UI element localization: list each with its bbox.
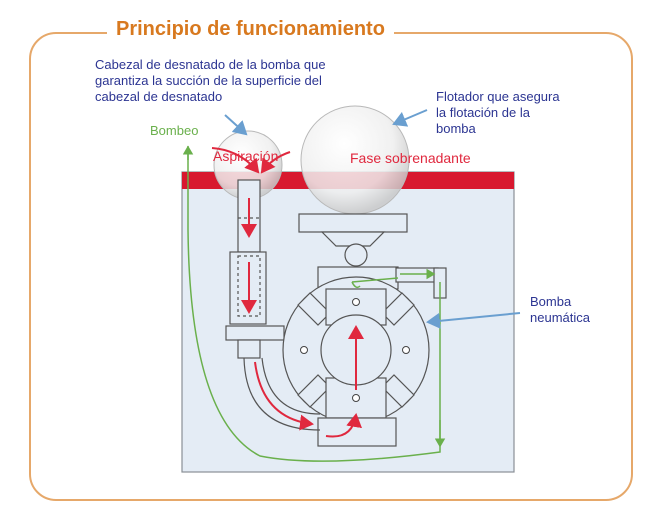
suction-label: Aspiración — [213, 148, 279, 164]
supernatant-label: Fase sobrenadante — [350, 150, 471, 166]
callout-arrows — [224, 109, 521, 329]
pneumatic-pump-label: Bomba neumática — [530, 294, 590, 325]
pumping-label: Bombeo — [150, 123, 199, 138]
flow-arrows — [211, 147, 364, 438]
float-label: Flotador que asegura la flotación de la … — [436, 89, 560, 136]
pumping-flow — [182, 145, 446, 462]
diagram-title: Principio de funcionamiento — [107, 18, 394, 41]
pump-bolts — [300, 298, 410, 402]
skimmer-head-label: Cabezal de desnatado de la bomba que gar… — [95, 57, 326, 104]
